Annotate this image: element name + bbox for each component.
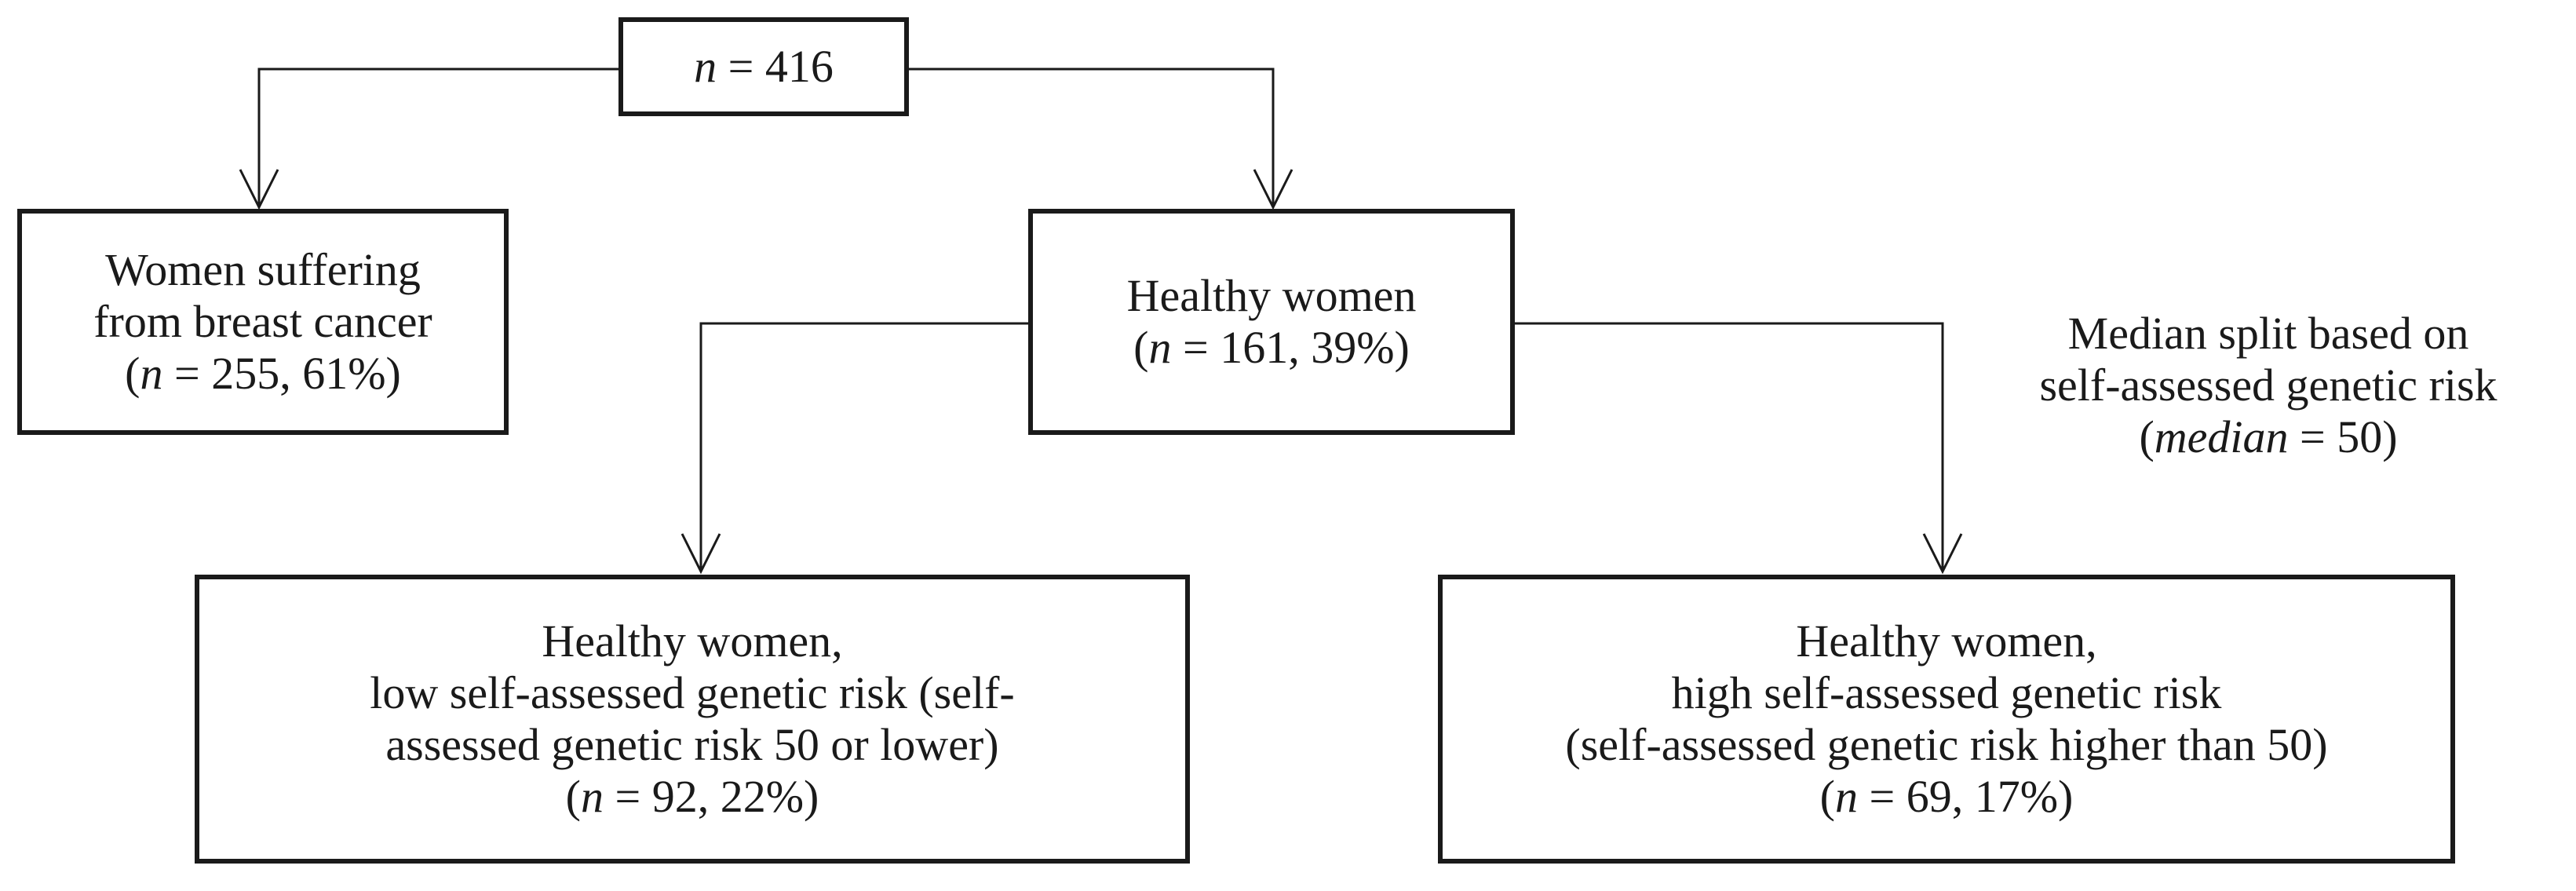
healthy-n-label: n bbox=[1148, 322, 1172, 373]
cancer-line2: from breast cancer bbox=[93, 296, 432, 347]
healthy-stats: (n = 161, 39%) bbox=[1133, 322, 1410, 374]
cancer-stats-value: = 255, 61%) bbox=[173, 348, 401, 399]
low-risk-stats-value: = 92, 22%) bbox=[615, 771, 819, 822]
arrowhead-healthy bbox=[1253, 169, 1293, 210]
connector-healthy-to-low bbox=[699, 322, 1028, 570]
arrowhead-low bbox=[680, 533, 721, 575]
arrowhead-cancer bbox=[239, 169, 279, 210]
low-risk-line2: low self-assessed genetic risk (self- bbox=[370, 667, 1015, 718]
cancer-node: Women suffering from breast cancer (n = … bbox=[17, 209, 509, 435]
high-risk-n-label: n bbox=[1834, 771, 1858, 822]
low-risk-stats: (n = 92, 22%) bbox=[566, 771, 819, 823]
cancer-line1: Women suffering bbox=[105, 244, 421, 295]
root-value: = 416 bbox=[728, 41, 834, 92]
low-risk-n-label: n bbox=[580, 771, 604, 822]
root-count: n = 416 bbox=[694, 41, 834, 93]
high-risk-open-paren: ( bbox=[1819, 771, 1835, 822]
low-risk-node: Healthy women, low self-assessed genetic… bbox=[195, 575, 1190, 864]
split-note-line2: self-assessed genetic risk bbox=[2039, 360, 2498, 411]
healthy-line1: Healthy women bbox=[1126, 270, 1417, 321]
median-split-note: Median split based on self-assessed gene… bbox=[1978, 308, 2559, 463]
connector-healthy-to-high bbox=[1515, 322, 1944, 570]
high-risk-line3: (self-assessed genetic risk higher than … bbox=[1565, 719, 2328, 770]
split-note-median-label: median bbox=[2154, 411, 2289, 462]
root-n-label: n bbox=[694, 41, 717, 92]
high-risk-node: Healthy women, high self-assessed geneti… bbox=[1438, 575, 2455, 864]
cancer-stats: (n = 255, 61%) bbox=[125, 348, 401, 400]
split-note-open-paren: ( bbox=[2139, 411, 2155, 462]
high-risk-line2: high self-assessed genetic risk bbox=[1671, 667, 2222, 718]
cancer-open-paren: ( bbox=[125, 348, 140, 399]
high-risk-stats-value: = 69, 17%) bbox=[1869, 771, 2074, 822]
arrowhead-high bbox=[1922, 533, 1963, 575]
split-note-median-value: = 50) bbox=[2300, 411, 2398, 462]
split-note-line1: Median split based on bbox=[2067, 308, 2469, 359]
low-risk-open-paren: ( bbox=[565, 771, 581, 822]
healthy-stats-value: = 161, 39%) bbox=[1182, 322, 1410, 373]
high-risk-stats: (n = 69, 17%) bbox=[1820, 771, 2074, 823]
healthy-node: Healthy women (n = 161, 39%) bbox=[1028, 209, 1515, 435]
split-note-median: (median = 50) bbox=[1978, 411, 2559, 463]
low-risk-line1: Healthy women, bbox=[542, 615, 843, 666]
high-risk-line1: Healthy women, bbox=[1796, 615, 2097, 666]
connector-root-to-healthy bbox=[909, 68, 1275, 206]
healthy-open-paren: ( bbox=[1133, 322, 1149, 373]
root-node: n = 416 bbox=[618, 17, 909, 116]
cancer-n-label: n bbox=[140, 348, 163, 399]
low-risk-line3: assessed genetic risk 50 or lower) bbox=[385, 719, 999, 770]
connector-root-to-cancer bbox=[257, 68, 618, 206]
